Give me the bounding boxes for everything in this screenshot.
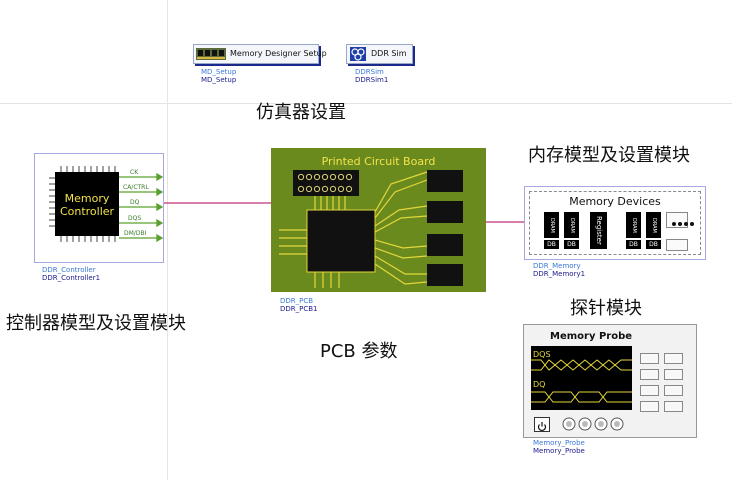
probe-waveforms [531, 359, 632, 403]
ddr-sim-name: DDRSim1 [355, 76, 389, 84]
ddr-sim-instance: DDRSim DDRSim1 [355, 68, 388, 84]
pcb-artwork [279, 170, 463, 288]
caption-pcb-block: PCB 参数 [320, 341, 398, 362]
ddr-sim-type: DDRSim [355, 68, 384, 76]
caption-memory-block: 内存模型及设置模块 [528, 145, 690, 166]
pcb-name: DDR_PCB1 [280, 305, 318, 313]
probe-control-6[interactable] [664, 385, 683, 396]
md-setup-instance: MD_Setup MD_Setup [201, 68, 236, 84]
ddr-sim-label: DDR Sim [371, 49, 407, 58]
register-chip: Register [590, 212, 607, 249]
dram-chip-4: DRAM [646, 212, 661, 238]
pcb-title: Printed Circuit Board [321, 155, 436, 168]
probe-control-1[interactable] [640, 353, 659, 364]
memory-devices-title: Memory Devices [569, 195, 661, 208]
spare-slot [666, 239, 688, 251]
probe-control-8[interactable] [664, 401, 683, 412]
probe-knobs [562, 417, 624, 431]
pin-label-dm-dbi: DM/DBI [124, 230, 147, 237]
probe-title: Memory Probe [550, 331, 633, 342]
caption-sim-setup: 仿真器设置 [256, 102, 346, 123]
db-chip-1: DB [544, 240, 559, 249]
gear-cluster-icon [350, 47, 366, 61]
probe-control-7[interactable] [640, 401, 659, 412]
grid-line-vertical [167, 0, 168, 480]
controller-name: DDR_Controller1 [42, 274, 101, 282]
memory-probe-component[interactable]: Memory Probe DQS DQ [523, 324, 697, 438]
trace-label-dq: DQ [533, 380, 546, 389]
ellipsis-icon [672, 222, 694, 226]
memory-controller-component[interactable]: Memory Controller CK CA/CTRL DQ DQS DM/D… [34, 153, 164, 263]
trace-label-dqs: DQS [533, 350, 551, 359]
caption-controller-block: 控制器模型及设置模块 [6, 313, 186, 334]
pin-label-dq: DQ [130, 199, 140, 206]
probe-control-2[interactable] [664, 353, 683, 364]
pcb-component[interactable]: Printed Circuit Board [271, 148, 486, 292]
memory-instance: DDR_Memory DDR_Memory1 [533, 262, 585, 278]
probe-control-4[interactable] [664, 369, 683, 380]
caption-probe-block: 探针模块 [570, 298, 642, 319]
dram-chip-1: DRAM [544, 212, 559, 238]
power-icon [537, 422, 547, 431]
power-button[interactable] [534, 417, 550, 432]
pcb-instance: DDR_PCB DDR_PCB1 [280, 297, 318, 313]
memory-devices-frame: Memory Devices DRAM DB DRAM DB Register … [529, 191, 701, 255]
chip-label-line1: Memory [64, 192, 110, 205]
dram-chip-3: DRAM [626, 212, 641, 238]
db-chip-2: DB [564, 240, 579, 249]
pcb-type: DDR_PCB [280, 297, 314, 305]
ddr-sim-component[interactable]: DDR Sim [346, 44, 413, 64]
memory-module-icon [196, 48, 226, 60]
md-setup-label: Memory Designer Setup [230, 49, 327, 58]
probe-screen: DQS DQ [531, 346, 632, 410]
probe-control-3[interactable] [640, 369, 659, 380]
pin-label-dqs: DQS [128, 215, 142, 222]
memory-type: DDR_Memory [533, 262, 581, 270]
controller-type: DDR_Controller [42, 266, 96, 274]
probe-name: Memory_Probe [533, 447, 585, 455]
md-setup-component[interactable]: Memory Designer Setup [193, 44, 327, 64]
memory-devices-component[interactable]: Memory Devices DRAM DB DRAM DB Register … [524, 186, 706, 260]
pin-label-ck: CK [130, 169, 139, 176]
controller-instance: DDR_Controller DDR_Controller1 [42, 266, 100, 282]
grid-line-horizontal [0, 103, 732, 104]
db-chip-4: DB [646, 240, 661, 249]
probe-control-5[interactable] [640, 385, 659, 396]
md-setup-type: MD_Setup [201, 68, 237, 76]
more-devices-slot [666, 212, 688, 228]
memory-name: DDR_Memory1 [533, 270, 586, 278]
md-setup-name: MD_Setup [201, 76, 237, 84]
controller-pins [49, 166, 163, 243]
chip-label-line2: Controller [59, 205, 115, 218]
probe-type: Memory_Probe [533, 439, 585, 447]
db-chip-3: DB [626, 240, 641, 249]
pin-label-ca-ctrl: CA/CTRL [123, 184, 149, 191]
dram-chip-2: DRAM [564, 212, 579, 238]
memory-controller-chip: Memory Controller [55, 172, 119, 236]
probe-instance: Memory_Probe Memory_Probe [533, 439, 585, 455]
